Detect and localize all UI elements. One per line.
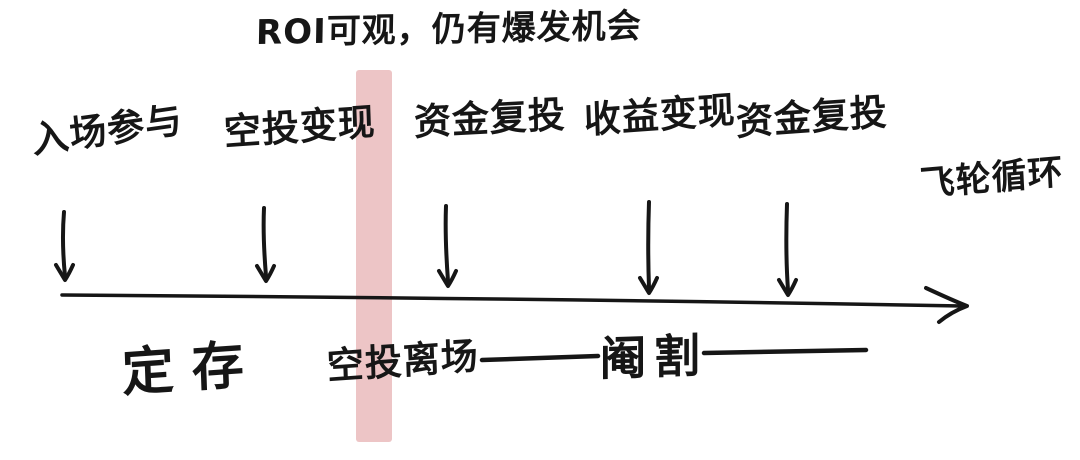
down-arrow-icon: [437, 204, 458, 288]
down-arrow-icon: [255, 206, 276, 283]
roi-annotation: ROI可观，仍有爆发机会: [255, 6, 643, 54]
action-label-yield-cashout: 收益变现: [583, 88, 737, 142]
phase-label-deposit: 定存: [120, 334, 263, 404]
down-arrow-icon: [638, 200, 659, 295]
down-arrow-icon: [54, 210, 75, 282]
down-arrow-icon: [777, 202, 798, 297]
action-label-reinvest-1: 资金复投: [413, 93, 567, 145]
timeline-arrow-icon: [60, 286, 969, 324]
phase-label-airdrop-exit: 空投离场: [326, 334, 480, 388]
action-label-reinvest-2: 资金复投: [735, 90, 889, 144]
phase-separator-line: [479, 353, 601, 363]
phase-label-nerf: 阉割: [600, 328, 708, 387]
highlight-bar: [356, 70, 392, 442]
action-label-airdrop-cashout: 空投变现: [223, 100, 377, 154]
phase-separator-line: [701, 347, 869, 356]
